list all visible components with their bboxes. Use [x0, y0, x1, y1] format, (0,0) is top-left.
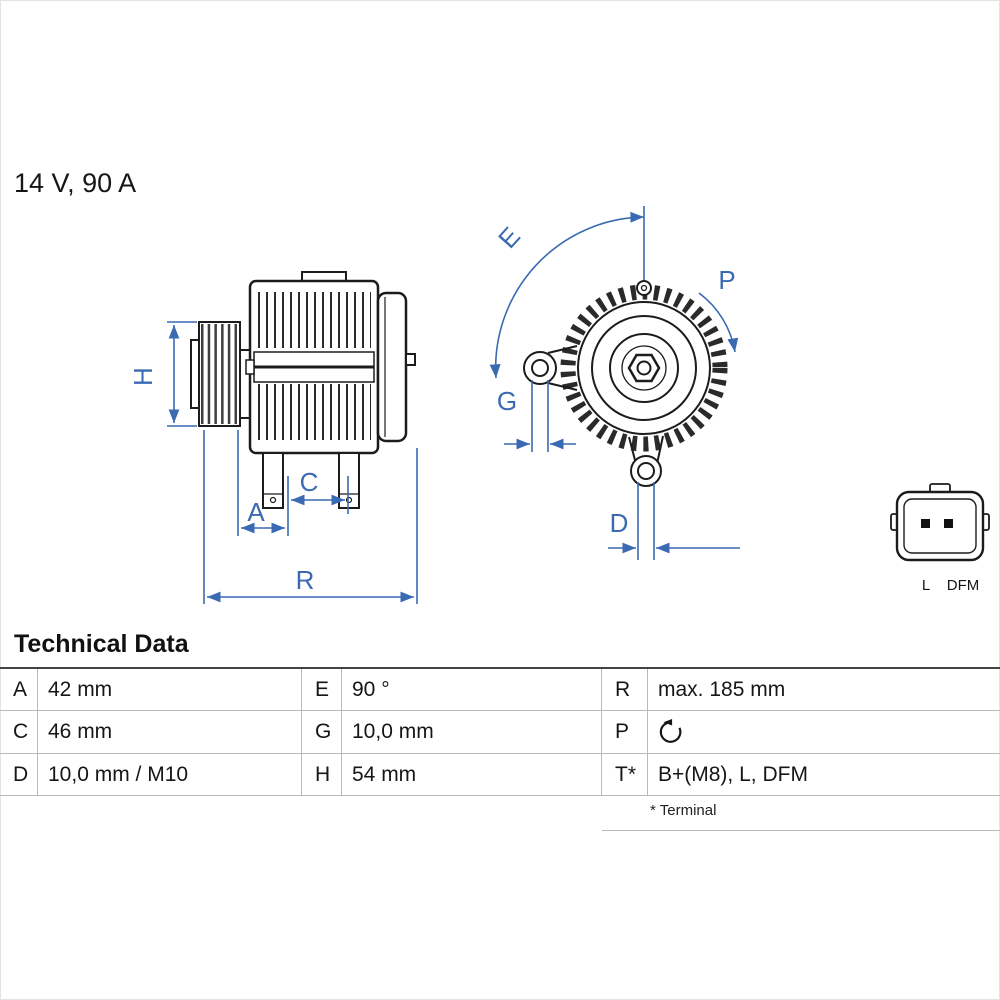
spec-r-value: max. 185 mm	[648, 669, 1000, 711]
connector-diagram	[890, 483, 990, 562]
technical-data-section: Technical Data A 42 mm E 90 ° R max. 185…	[0, 630, 1000, 831]
dim-label-a: A	[247, 497, 265, 527]
terminal-footnote: * Terminal	[650, 802, 717, 819]
spec-d-key: D	[0, 754, 38, 796]
technical-data-title: Technical Data	[14, 630, 189, 658]
spec-t-value: B+(M8), L, DFM	[648, 754, 1000, 796]
spec-h-value: 54 mm	[342, 754, 602, 796]
spec-c-key: C	[0, 711, 38, 754]
dim-label-e: E	[492, 221, 526, 254]
connector-pin-label-l: L	[922, 577, 930, 594]
rotation-ccw-icon	[659, 719, 682, 743]
technical-data-table: A 42 mm E 90 ° R max. 185 mm C 46 mm G 1…	[0, 667, 1000, 796]
dimension-labels: H C A R E G P D	[128, 221, 736, 595]
connector-pin-l	[921, 519, 930, 528]
dim-label-h: H	[128, 367, 158, 386]
spec-a-key: A	[0, 669, 38, 711]
dim-label-c: C	[300, 467, 319, 497]
spec-e-key: E	[302, 669, 342, 711]
spec-h-key: H	[302, 754, 342, 796]
connector-labels: L DFM	[922, 577, 979, 594]
footnote-area: * Terminal	[602, 796, 1000, 831]
dim-label-g: G	[497, 386, 517, 416]
connector-pin-dfm	[944, 519, 953, 528]
dimension-lines	[167, 206, 740, 604]
dim-label-d: D	[610, 508, 629, 538]
spec-g-value: 10,0 mm	[342, 711, 602, 754]
spec-t-key: T*	[602, 754, 648, 796]
spec-d-value: 10,0 mm / M10	[38, 754, 302, 796]
spec-r-key: R	[602, 669, 648, 711]
dim-label-r: R	[296, 565, 315, 595]
spec-a-value: 42 mm	[38, 669, 302, 711]
spec-e-value: 90 °	[342, 669, 602, 711]
spec-c-value: 46 mm	[38, 711, 302, 754]
product-rating: 14 V, 90 A	[14, 168, 137, 198]
alternator-side-view	[190, 271, 416, 509]
spec-p-value	[648, 711, 1000, 754]
product-drawing: H C A R E G P D L DFM	[128, 206, 990, 604]
connector-pin-label-dfm: DFM	[947, 577, 980, 594]
dim-label-p: P	[718, 265, 735, 295]
spec-p-key: P	[602, 711, 648, 754]
spec-g-key: G	[302, 711, 342, 754]
alternator-front-view	[523, 280, 728, 487]
